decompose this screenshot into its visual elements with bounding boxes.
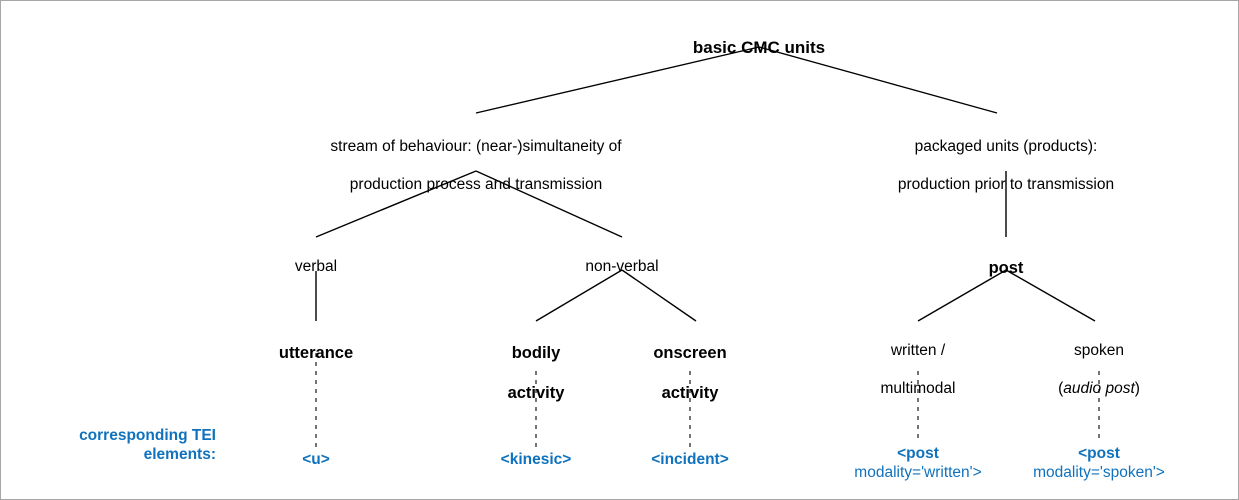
- node-spoken-audio-post-italic: audio post: [1063, 379, 1135, 397]
- node-onscreen-activity-line2: activity: [661, 384, 719, 403]
- corresponding-tei-elements-line1: corresponding TEI: [79, 427, 216, 444]
- node-spoken-paren-close: ): [1134, 379, 1140, 397]
- node-written-multimodal-line1: written /: [890, 341, 946, 359]
- node-onscreen-activity: onscreen activity: [610, 323, 770, 424]
- tei-element-post-spoken-tag: <post: [1078, 445, 1120, 462]
- node-verbal: verbal: [236, 239, 396, 296]
- node-bodily-activity-line2: activity: [507, 384, 565, 403]
- node-spoken-paren-open: (: [1058, 379, 1064, 397]
- tei-element-incident: <incident>: [610, 451, 770, 470]
- node-packaged-units: packaged units (products): production pr…: [856, 119, 1156, 214]
- node-utterance: utterance: [216, 323, 416, 383]
- node-written-multimodal: written / multimodal: [838, 323, 998, 418]
- node-onscreen-activity-line1: onscreen: [653, 344, 727, 363]
- tei-element-post-written-tag: <post: [897, 445, 939, 462]
- node-basic-cmc-units: basic CMC units: [609, 17, 909, 79]
- tei-element-incident-tag: <incident>: [651, 451, 729, 468]
- node-spoken-line1: spoken: [1074, 341, 1124, 359]
- node-packaged-units-line1: packaged units (products):: [914, 137, 1098, 155]
- tei-element-kinesic: <kinesic>: [456, 451, 616, 470]
- tei-element-post-spoken-attr: modality='spoken'>: [1033, 463, 1165, 481]
- tei-element-post-spoken: <post modality='spoken'>: [1009, 445, 1189, 482]
- corresponding-tei-elements-label: corresponding TEI elements:: [21, 427, 216, 464]
- node-stream-of-behaviour-line2: production process and transmission: [349, 175, 603, 193]
- corresponding-tei-elements-line2: elements:: [143, 445, 216, 463]
- node-written-multimodal-line2: multimodal: [880, 379, 956, 397]
- node-post-label: post: [988, 259, 1024, 278]
- node-stream-of-behaviour: stream of behaviour: (near-)simultaneity…: [276, 119, 676, 214]
- tei-element-u-tag: <u>: [302, 451, 330, 468]
- node-spoken-audio-post: spoken (audio post): [1019, 323, 1179, 418]
- tei-element-u: <u>: [236, 451, 396, 470]
- node-stream-of-behaviour-line1: stream of behaviour: (near-)simultaneity…: [330, 137, 622, 155]
- tei-element-post-written: <post modality='written'>: [828, 445, 1008, 482]
- tei-element-kinesic-tag: <kinesic>: [500, 451, 572, 468]
- node-bodily-activity: bodily activity: [456, 323, 616, 424]
- node-packaged-units-line2: production prior to transmission: [897, 175, 1115, 193]
- node-post: post: [926, 238, 1086, 298]
- node-basic-cmc-units-label: basic CMC units: [692, 37, 826, 57]
- node-verbal-label: verbal: [294, 257, 338, 275]
- node-utterance-line1: utterance: [278, 344, 354, 363]
- node-non-verbal-label: non-verbal: [585, 257, 659, 275]
- node-non-verbal: non-verbal: [542, 239, 702, 296]
- tei-element-post-written-attr: modality='written'>: [854, 463, 982, 481]
- node-spoken-line2: (audio post): [1019, 380, 1179, 399]
- node-bodily-activity-line1: bodily: [511, 344, 561, 363]
